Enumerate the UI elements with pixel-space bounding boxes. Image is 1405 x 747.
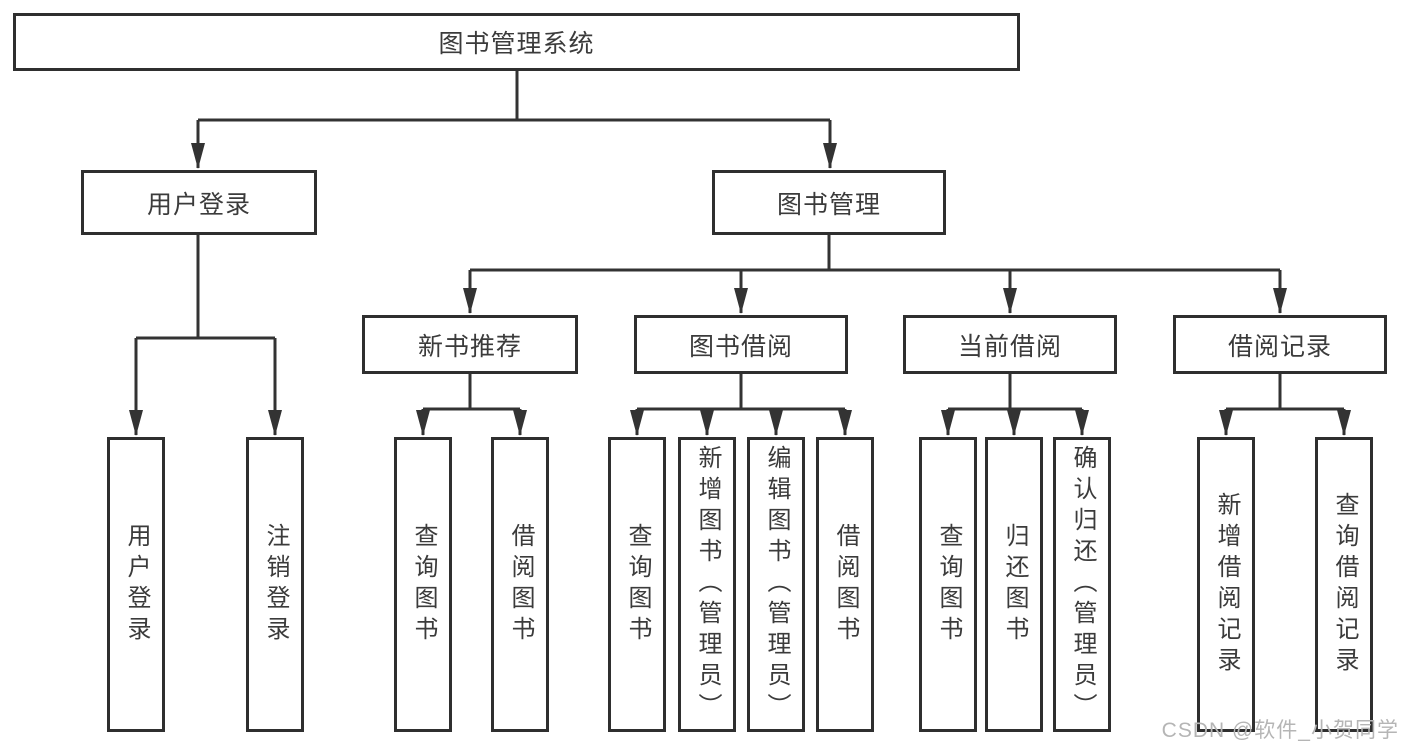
leaf-query-book-recommend: 查询图书: [394, 437, 452, 732]
node-label: 图书借阅: [688, 332, 793, 361]
leaf-borrow-book-recommend: 借阅图书: [491, 437, 549, 732]
node-book-borrow: 图书借阅: [634, 315, 848, 374]
leaf-add-book-admin: 新增图书（管理员）: [678, 437, 736, 732]
node-label: 查询图书: [410, 522, 437, 647]
leaf-query-book-borrow: 查询图书: [608, 437, 666, 732]
node-label: 查询借阅记录: [1331, 491, 1358, 678]
node-new-book-recommend: 新书推荐: [362, 315, 578, 374]
node-label: 查询图书: [935, 522, 962, 647]
node-label: 借阅图书: [507, 522, 534, 647]
node-label: 注销登录: [262, 522, 289, 647]
node-label: 新增图书（管理员）: [694, 445, 721, 724]
node-label: 确认归还（管理员）: [1069, 445, 1096, 724]
node-label: 新书推荐: [417, 332, 522, 361]
node-label: 用户登录: [123, 522, 150, 647]
leaf-logout: 注销登录: [246, 437, 304, 732]
node-label: 编辑图书（管理员）: [763, 445, 790, 724]
node-label: 当前借阅: [957, 332, 1062, 361]
node-label: 查询图书: [624, 522, 651, 647]
node-label: 新增借阅记录: [1213, 491, 1240, 678]
node-label: 图书管理: [776, 190, 881, 219]
node-book-management: 图书管理: [712, 170, 946, 235]
node-label: 借阅记录: [1227, 332, 1332, 361]
leaf-return-book: 归还图书: [985, 437, 1043, 732]
node-root-system: 图书管理系统: [13, 13, 1020, 71]
leaf-confirm-return-admin: 确认归还（管理员）: [1053, 437, 1111, 732]
node-label: 归还图书: [1001, 522, 1028, 647]
node-current-borrow: 当前借阅: [903, 315, 1117, 374]
node-label: 图书管理系统: [438, 30, 595, 58]
leaf-query-borrow-record: 查询借阅记录: [1315, 437, 1373, 732]
leaf-query-book-current: 查询图书: [919, 437, 977, 732]
node-borrow-record: 借阅记录: [1173, 315, 1387, 374]
leaf-add-borrow-record: 新增借阅记录: [1197, 437, 1255, 732]
node-user-login: 用户登录: [81, 170, 317, 235]
leaf-edit-book-admin: 编辑图书（管理员）: [747, 437, 805, 732]
leaf-user-login: 用户登录: [107, 437, 165, 732]
node-label: 借阅图书: [832, 522, 859, 647]
leaf-borrow-book: 借阅图书: [816, 437, 874, 732]
node-label: 用户登录: [146, 190, 251, 219]
